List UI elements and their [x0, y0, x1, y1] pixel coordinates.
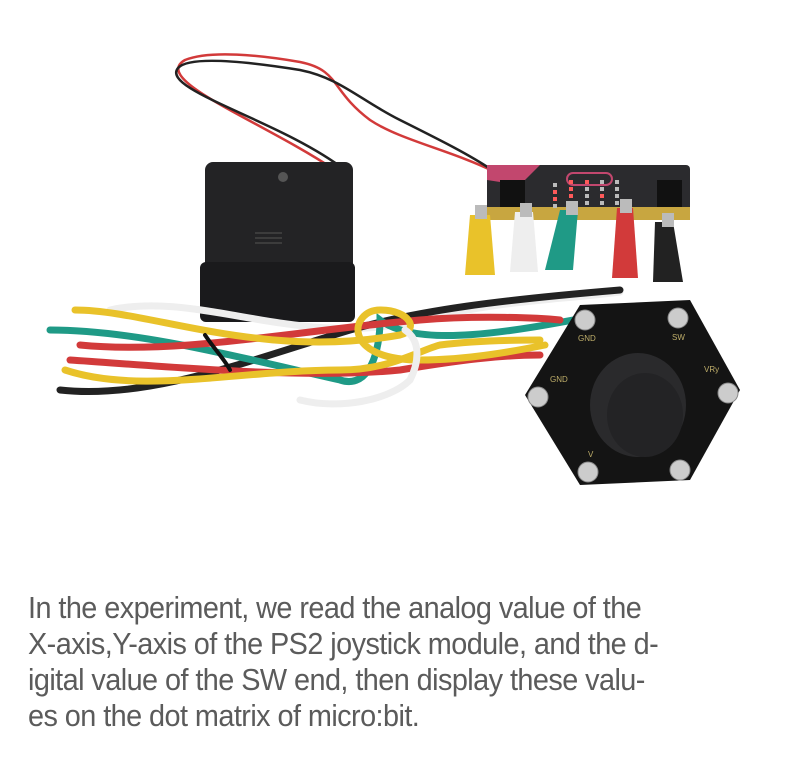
svg-text:GND: GND	[550, 375, 568, 384]
battery-box	[200, 162, 355, 322]
alligator-clips	[465, 199, 683, 282]
joystick-module: GND SW GND VRy V	[525, 300, 740, 485]
caption-line-2: X-axis,Y-axis of the PS2 joystick module…	[28, 626, 659, 661]
caption-text: In the experiment, we read the analog va…	[28, 590, 735, 734]
svg-text:GND: GND	[578, 334, 596, 343]
microbit-board	[487, 165, 690, 220]
caption-line-3: igital value of the SW end, then display…	[28, 662, 645, 697]
wire-bundle	[46, 286, 624, 408]
svg-text:SW: SW	[672, 333, 685, 342]
caption-line-1: In the experiment, we read the analog va…	[28, 590, 642, 625]
svg-text:VRy: VRy	[704, 365, 719, 374]
product-photo: GND SW GND VRy V	[46, 53, 740, 485]
led-matrix	[553, 180, 619, 208]
svg-text:V: V	[588, 450, 594, 459]
caption-line-4: es on the dot matrix of micro:bit.	[28, 698, 420, 733]
battery-lead-wires	[174, 53, 496, 174]
